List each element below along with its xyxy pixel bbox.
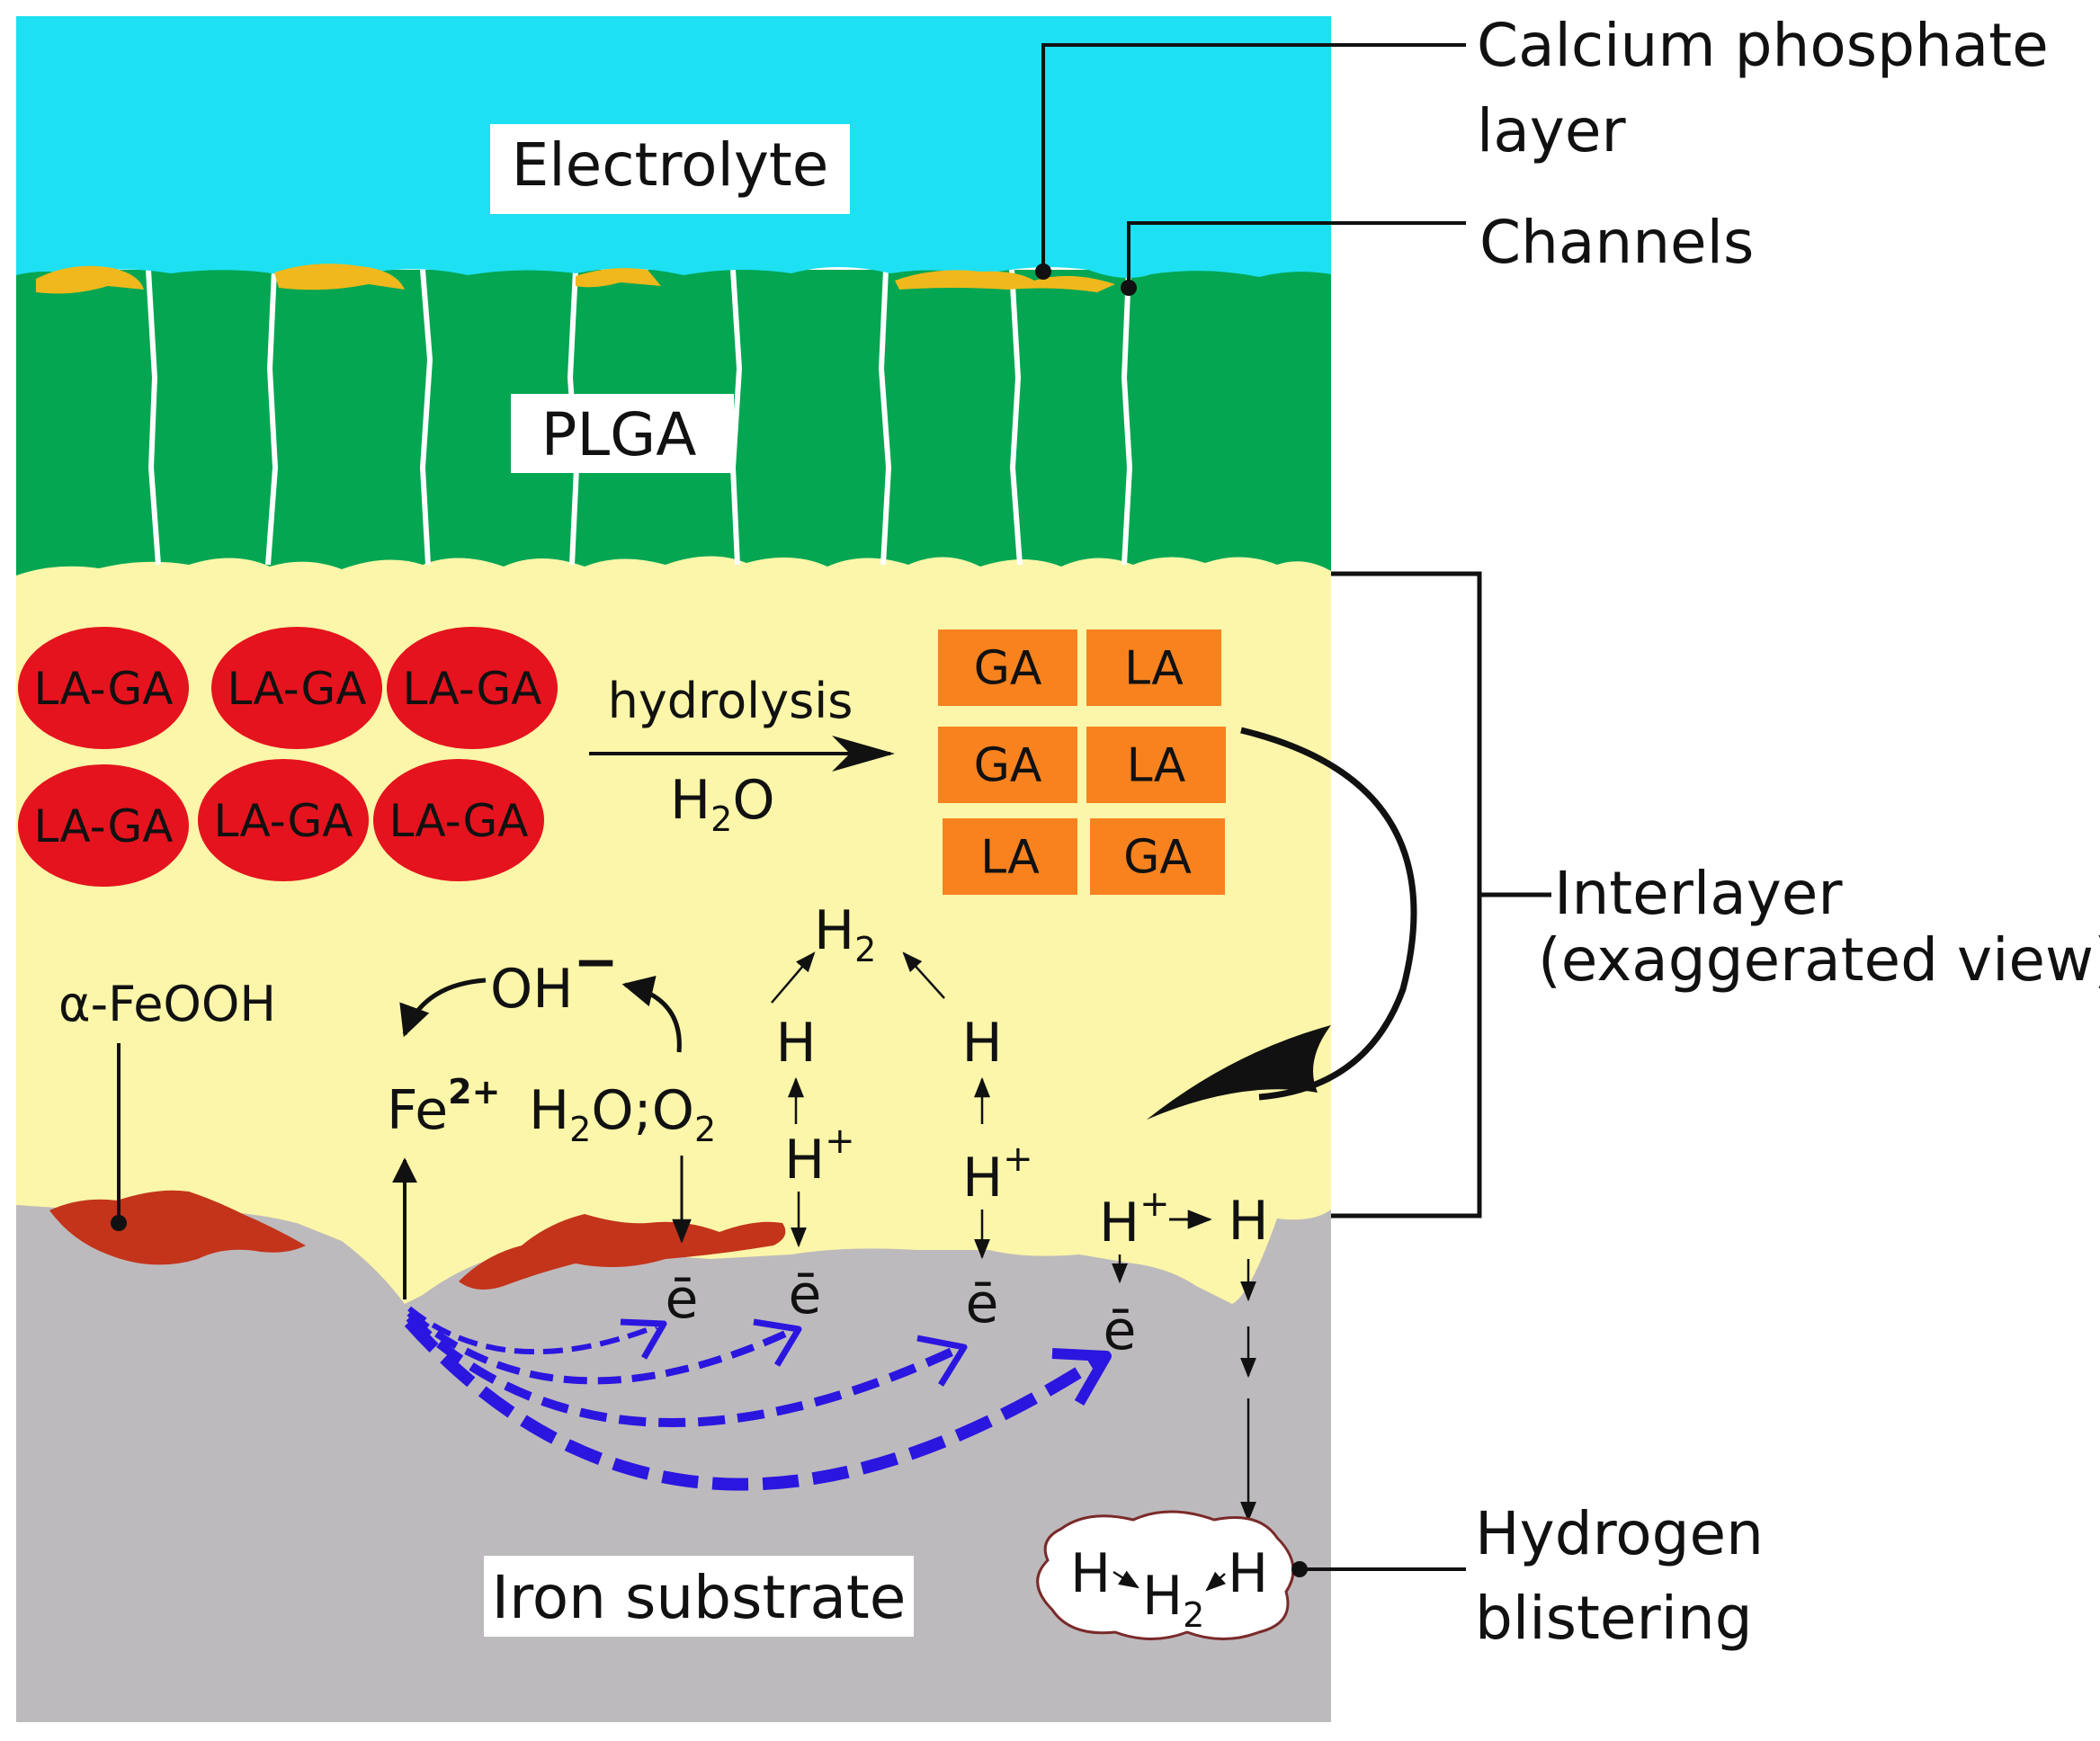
blister-h-right: H: [1228, 1542, 1268, 1605]
la-ga-oligomers: LA-GA LA-GA LA-GA LA-GA LA-GA LA-GA: [18, 627, 558, 887]
hydrolysis-label: hydrolysis: [608, 673, 853, 729]
product-box: [938, 629, 1077, 706]
feooh-deposits: [49, 1190, 786, 1290]
la-ga-label: LA-GA: [403, 663, 542, 715]
product-label: GA: [974, 642, 1042, 696]
product-label: GA: [974, 739, 1042, 793]
electron-3: ē: [966, 1272, 999, 1335]
electron-1: ē: [666, 1268, 699, 1331]
water-oxygen-reduction: H2O;O2 ē: [529, 1079, 716, 1331]
h2-molecule: H2: [814, 899, 876, 969]
la-ga-label: LA-GA: [389, 795, 529, 847]
interlayer-label-line2: (exaggerated view): [1538, 925, 2100, 995]
product-box: [938, 727, 1077, 803]
h-plus-1: H+: [784, 1120, 855, 1192]
h-plus-2: H+: [962, 1138, 1033, 1210]
hydrolysis-arrow: hydrolysis H2O: [589, 673, 895, 839]
hydrogen-absorption: H+ H ē: [1099, 1183, 1269, 1522]
iron-substrate-label: Iron substrate: [484, 1556, 914, 1637]
la-ga-label: LA-GA: [34, 663, 174, 715]
calcium-phosphate-label-line1: Calcium phosphate: [1477, 11, 2049, 80]
interlayer-label-line1: Interlayer: [1554, 859, 1843, 928]
channels-label: Channels: [1479, 208, 1754, 277]
electron-flow-paths: [404, 1306, 1105, 1491]
la-ga-oligomer: [18, 627, 189, 749]
fe2-ion: Fe2+: [387, 1072, 500, 1142]
plga-label: PLGA: [511, 394, 734, 473]
hydrogen-blister: H H2 H: [1036, 1510, 1295, 1640]
channels-callout: Channels: [1121, 208, 1754, 296]
la-ga-label: LA-GA: [34, 800, 174, 853]
product-label: LA: [980, 831, 1040, 885]
hydroxide-ion: OH−: [490, 931, 619, 1021]
electrolyte-label: Electrolyte: [490, 124, 850, 214]
la-ga-label: LA-GA: [228, 663, 367, 715]
h-atom-3: H: [1228, 1190, 1268, 1253]
la-ga-oligomer: [373, 759, 544, 881]
blister-h2: H2: [1142, 1565, 1204, 1635]
hydrogen-blistering-label-line1: Hydrogen: [1475, 1499, 1764, 1568]
product-label: LA: [1127, 739, 1186, 793]
svg-text:α-FeOOH: α-FeOOH: [58, 976, 276, 1032]
hydrogen-blistering-callout: Hydrogen blistering: [1291, 1499, 1764, 1653]
products-to-surface-arrow: [1147, 727, 1417, 1120]
svg-text:Iron substrate: Iron substrate: [492, 1563, 907, 1632]
product-box: [1090, 818, 1225, 895]
product-label: LA: [1124, 642, 1184, 696]
product-box: [1086, 629, 1221, 706]
water-oxygen-label: H2O;O2: [529, 1079, 716, 1149]
la-ga-oligomer: [198, 759, 369, 881]
interlayer-callout: Interlayer (exaggerated view): [1331, 571, 2100, 1219]
la-ga-oligomer: [18, 764, 189, 887]
h-atom-2: H: [961, 1012, 1002, 1075]
svg-text:PLGA: PLGA: [541, 400, 697, 469]
hydrogen-evolution: H2 H H+ ē H H+ ē: [771, 899, 1033, 1335]
blister-h-left: H: [1070, 1542, 1111, 1605]
electron-2: ē: [789, 1263, 822, 1326]
product-label: GA: [1123, 831, 1192, 885]
la-ga-label: LA-GA: [214, 795, 353, 847]
hydrogen-blistering-label-line2: blistering: [1475, 1584, 1753, 1653]
hydrolysis-products: GA LA GA LA LA GA: [938, 629, 1226, 895]
svg-text:Electrolyte: Electrolyte: [512, 130, 829, 200]
product-box: [943, 818, 1077, 895]
la-ga-oligomer: [387, 627, 558, 749]
calcium-phosphate-label-line2: layer: [1477, 96, 1626, 165]
electron-flow-arrowheads: [620, 1318, 1112, 1406]
h-plus-3: H+: [1099, 1183, 1170, 1254]
iron-ion-cycle: Fe2+ OH−: [387, 931, 682, 1299]
water-label: H2O: [670, 769, 775, 839]
h-atom-1: H: [775, 1012, 816, 1075]
calcium-phosphate-callout: Calcium phosphate layer: [1035, 11, 2049, 280]
calcium-phosphate-deposits: [36, 263, 1115, 294]
feooh-callout: α-FeOOH: [58, 976, 276, 1231]
product-box: [1086, 727, 1226, 803]
la-ga-oligomer: [211, 627, 382, 749]
